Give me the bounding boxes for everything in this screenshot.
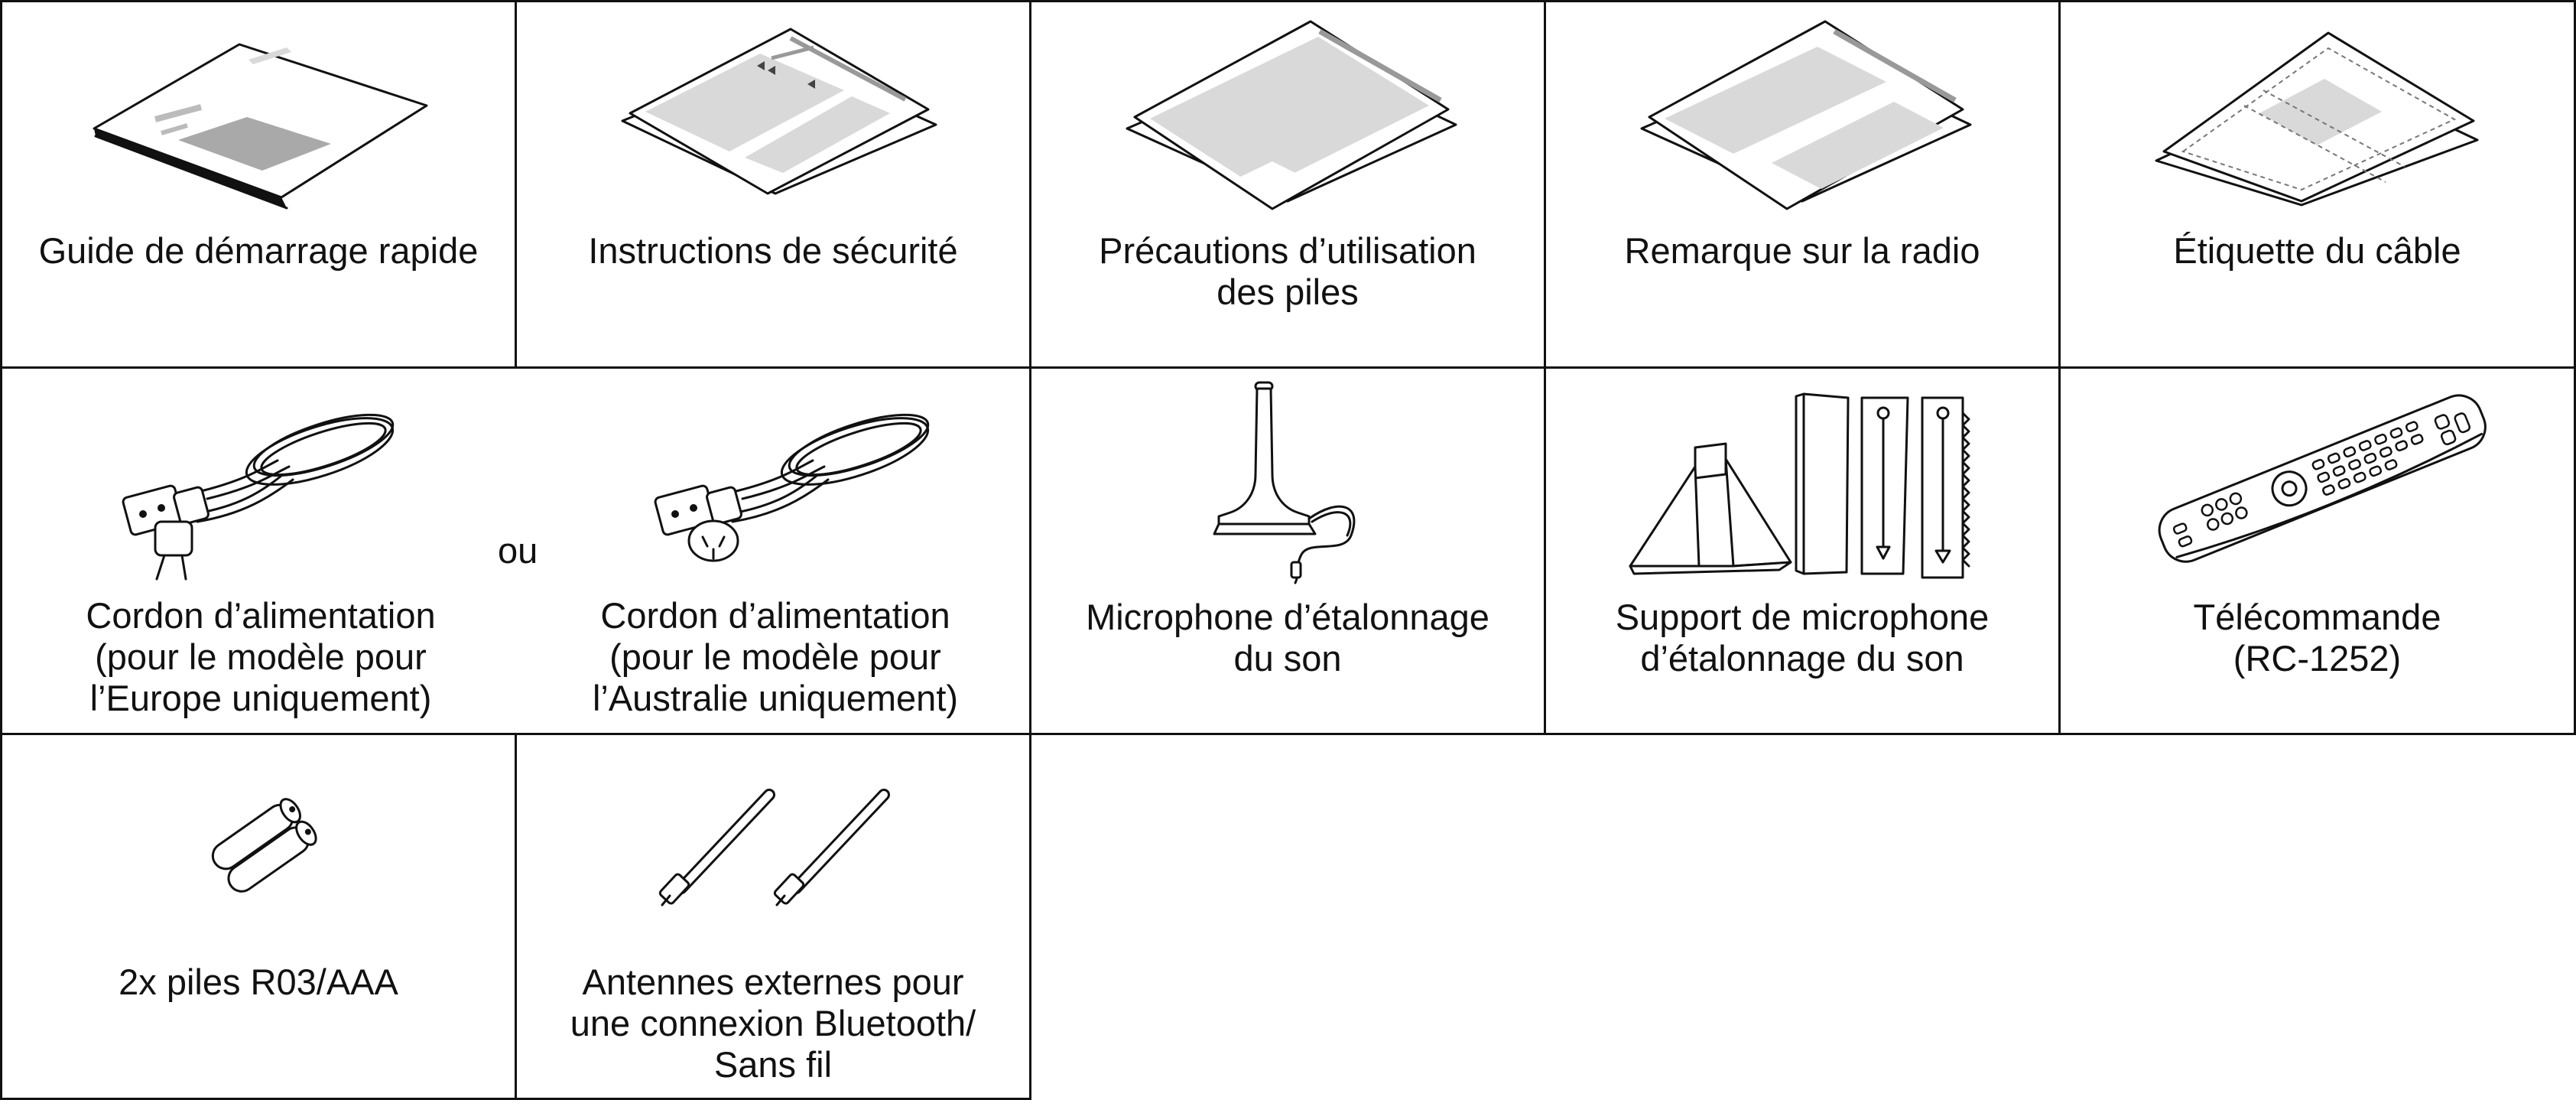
item-label: Guide de démarrage rapide [38,230,479,271]
item-label: Antennes externes pour une connexion Blu… [570,962,976,1085]
item-label: Précautions d’utilisation des piles [1099,230,1476,312]
safety-instructions-icon [621,28,937,195]
cell-quick-start-guide: Guide de démarrage rapide [0,0,517,369]
item-label: Remarque sur la radio [1624,230,1980,271]
power-cord-eu-icon [122,413,395,581]
cell-battery-precautions: Précautions d’utilisation des piles [1029,0,1546,369]
cell-calibration-microphone: Microphone d’étalonnage du son [1029,366,1546,735]
item-label: Étiquette du câble [2173,230,2461,271]
calibration-microphone-icon [1213,381,1356,584]
item-label: Cordon d’alimentation (pour le modèle po… [86,595,436,718]
antenna-icon [658,789,890,906]
cell-cable-label: Étiquette du câble [2058,0,2576,369]
item-label: 2x piles R03/AAA [119,962,398,1002]
cell-power-cords: ou Cordon d’alimentation (pour le modèle… [0,366,1031,735]
or-separator: ou [498,530,538,571]
cable-label-icon [2155,31,2479,207]
remote-control-icon [2158,394,2487,563]
quick-start-guide-icon [93,43,428,210]
cell-microphone-stand: Support de microphone d’étalonnage du so… [1544,366,2061,735]
item-label: Support de microphone d’étalonnage du so… [1615,597,1990,679]
cell-radio-notice: Remarque sur la radio [1544,0,2061,369]
power-cord-au-icon [654,413,930,562]
cell-safety-instructions: Instructions de sécurité [515,0,1031,369]
battery-precautions-icon [1126,20,1457,210]
microphone-stand-icon [1629,392,1970,579]
cell-batteries: 2x piles R03/AAA [0,733,517,1100]
item-label: Télécommande (RC-1252) [2193,597,2441,679]
radio-notice-icon [1640,20,1972,210]
cell-remote-control: Télécommande (RC-1252) [2058,366,2576,735]
item-label: Cordon d’alimentation (pour le modèle po… [592,595,959,718]
cell-external-antennas: Antennes externes pour une connexion Blu… [515,733,1031,1100]
item-label: Microphone d’étalonnage du son [1086,597,1489,679]
item-label: Instructions de sécurité [588,230,958,271]
batteries-icon [211,798,317,893]
